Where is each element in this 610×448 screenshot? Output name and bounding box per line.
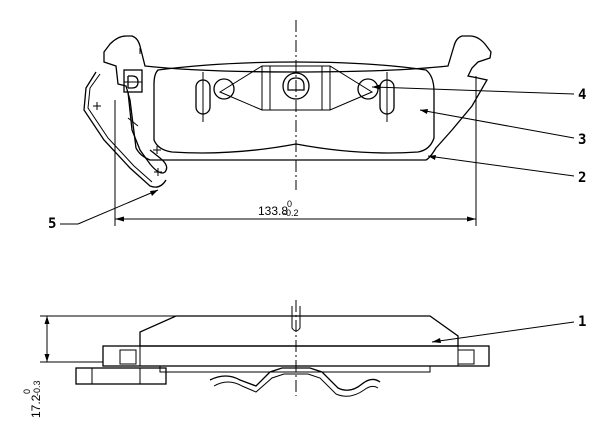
width-dimension: 133.8 0 -0.2 (114, 76, 477, 226)
width-upper-tolerance: 0 (287, 199, 292, 209)
side-friction-material (139, 315, 459, 347)
width-lower-tolerance: -0.2 (283, 208, 299, 218)
callout-3: 3 (578, 132, 586, 148)
callout-leaders-top (60, 84, 575, 225)
wear-indicator-clip (83, 69, 168, 188)
side-spring-clip (209, 367, 381, 391)
callout-1: 1 (578, 314, 586, 330)
callout-2: 2 (578, 170, 586, 186)
left-hole (213, 78, 235, 100)
callout-5: 5 (48, 216, 56, 232)
center-hole (282, 72, 310, 100)
thickness-dimension-value: 17.2 (29, 394, 43, 418)
callout-4: 4 (578, 87, 586, 103)
reference-crosses (93, 102, 162, 176)
friction-material (153, 61, 435, 154)
right-hole (357, 78, 379, 100)
backing-plate-outline (103, 35, 492, 161)
side-view: 17.2 0 -0.3 (22, 300, 575, 418)
thickness-lower-tolerance: -0.3 (32, 380, 42, 396)
top-view: 133.8 0 -0.2 (60, 20, 575, 226)
width-dimension-value: 133.8 (258, 204, 288, 218)
thickness-upper-tolerance: 0 (22, 389, 32, 394)
thickness-dimension: 17.2 0 -0.3 (22, 315, 176, 418)
